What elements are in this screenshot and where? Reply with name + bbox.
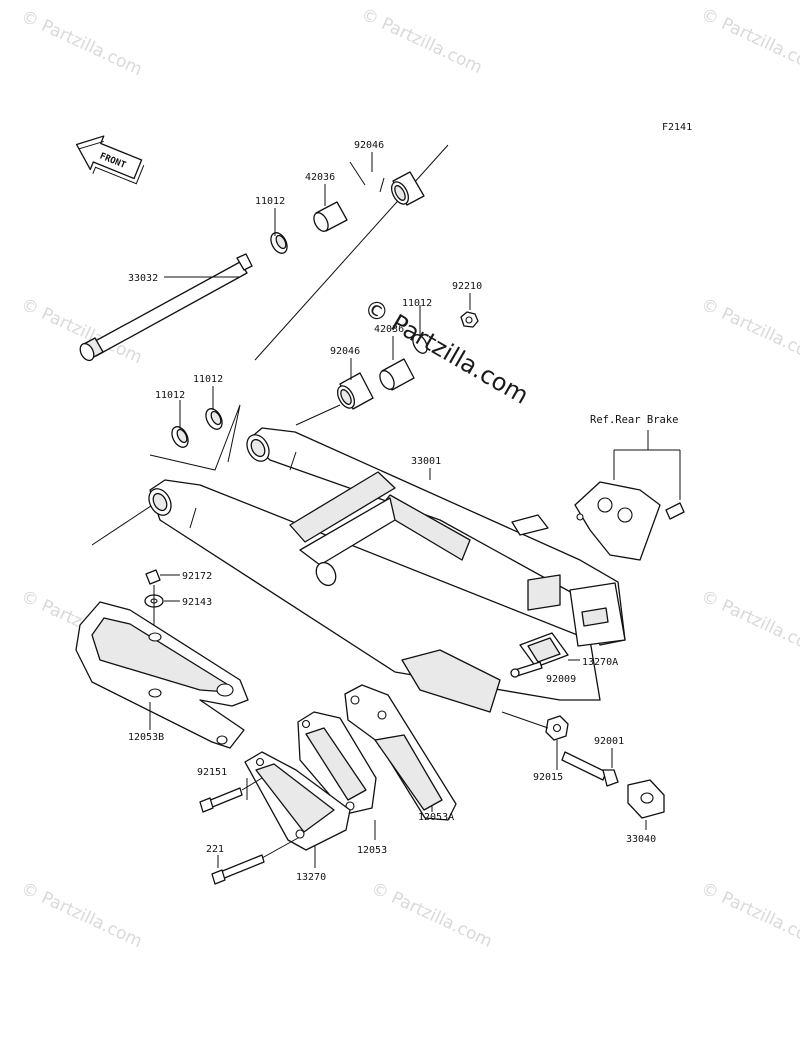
bolt-92001: [561, 751, 619, 787]
callout-42036: 42036: [374, 324, 404, 335]
callout-11012: 11012: [193, 374, 223, 385]
chain-guide-12053: [297, 711, 377, 815]
callout-33001: 33001: [411, 456, 441, 467]
callout-labels: 92046 42036 11012 33032 92210 11012 4203…: [128, 140, 656, 883]
watermark-text: © Partzilla.com: [368, 878, 495, 952]
figure-code: F2141: [662, 122, 692, 133]
callout-11012: 11012: [402, 298, 432, 309]
bolt-92151: [199, 787, 243, 813]
callout-leaders: [149, 152, 580, 868]
leader-line: [349, 161, 385, 193]
collar-42036-upper: [313, 201, 348, 232]
callout-92046: 92046: [330, 346, 360, 357]
callout-92009: 92009: [546, 674, 576, 685]
callout-12053: 12053: [357, 845, 387, 856]
guide-13270a: [519, 632, 569, 668]
ref-rear-brake-label: Ref.Rear Brake: [590, 414, 679, 426]
callout-33032: 33032: [128, 273, 158, 284]
callout-11012: 11012: [155, 390, 185, 401]
watermark-center: © Partzilla.com: [359, 293, 533, 410]
front-arrow-icon: FRONT: [75, 135, 145, 185]
screw-92172: [145, 569, 161, 585]
callout-92151: 92151: [197, 767, 227, 778]
callout-13270: 13270: [296, 872, 326, 883]
watermark-text: © Partzilla.com: [698, 878, 800, 952]
callout-13270a: 13270A: [582, 657, 618, 668]
callout-92015: 92015: [533, 772, 563, 783]
bushing-92046-upper: [390, 171, 425, 206]
callout-92001: 92001: [594, 736, 624, 747]
watermark-text: © Partzilla.com: [18, 6, 145, 80]
explode-line: [241, 777, 299, 859]
watermark-text: © Partzilla.com: [358, 4, 485, 78]
chain-slider-12053b: [75, 601, 249, 749]
explode-line: [295, 404, 341, 426]
collar-42036-mid: [379, 358, 415, 391]
callout-42036: 42036: [305, 172, 335, 183]
callout-11012: 11012: [255, 196, 285, 207]
callout-12053b: 12053B: [128, 732, 164, 743]
callout-221: 221: [206, 844, 224, 855]
screw-92009: [510, 661, 543, 678]
seal-11012-left-lower: [171, 426, 189, 448]
watermark-text: © Partzilla.com: [698, 294, 800, 368]
nut-92015: [545, 715, 569, 741]
nut-92210: [460, 311, 479, 328]
watermark-text: © Partzilla.com: [18, 878, 145, 952]
callout-12053a: 12053A: [418, 812, 454, 823]
callout-92172: 92172: [182, 571, 212, 582]
bolt-221: [211, 854, 265, 885]
watermark-text: © Partzilla.com: [698, 586, 800, 660]
seal-11012-upper: [270, 232, 288, 254]
chain-guide-12053a: [344, 684, 457, 821]
seal-11012-left-upper: [205, 408, 223, 430]
swingarm-33001: [148, 427, 626, 713]
bushing-92046-mid: [336, 372, 374, 410]
seal-11012-mid: [412, 334, 428, 354]
watermark-pattern: © Partzilla.com © Partzilla.com © Partzi…: [18, 4, 800, 952]
callout-92210: 92210: [452, 281, 482, 292]
leader-line: [501, 711, 647, 830]
callout-33040: 33040: [626, 834, 656, 845]
rear-brake-bracket: [574, 430, 685, 561]
pivot-shaft-33032: [79, 253, 253, 362]
callout-92046: 92046: [354, 140, 384, 151]
callout-92143: 92143: [182, 597, 212, 608]
block-33040: [627, 779, 665, 819]
watermark-text: © Partzilla.com: [698, 4, 800, 78]
